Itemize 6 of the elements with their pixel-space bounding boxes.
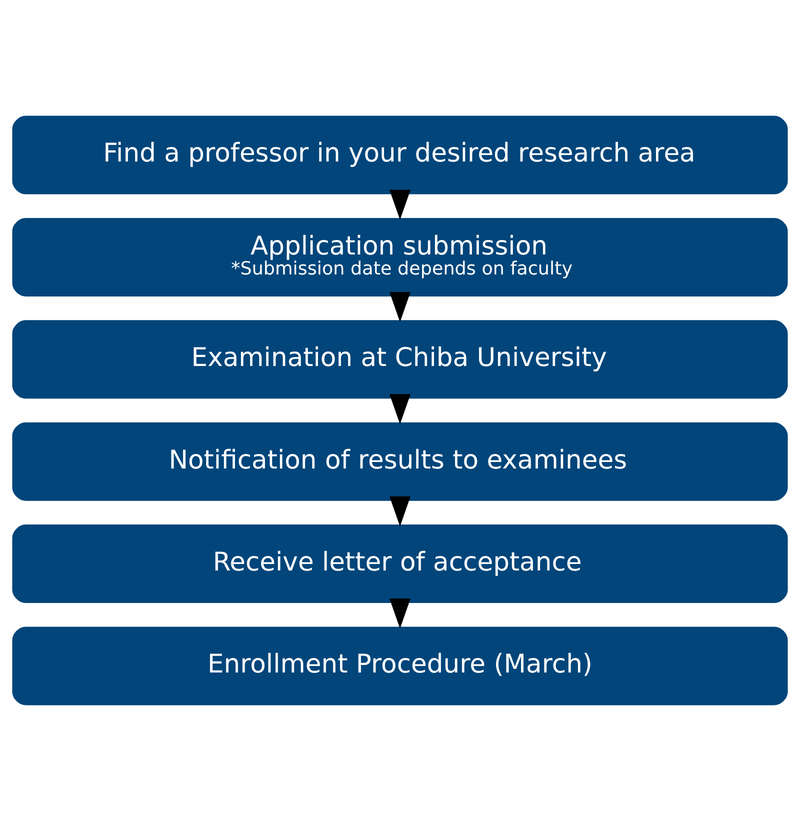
arrow [389,598,411,628]
arrow [389,394,411,424]
arrow [389,496,411,526]
arrow [389,189,411,220]
arrow [389,291,411,322]
node-box: Enrollment Procedure (March) [12,626,788,705]
